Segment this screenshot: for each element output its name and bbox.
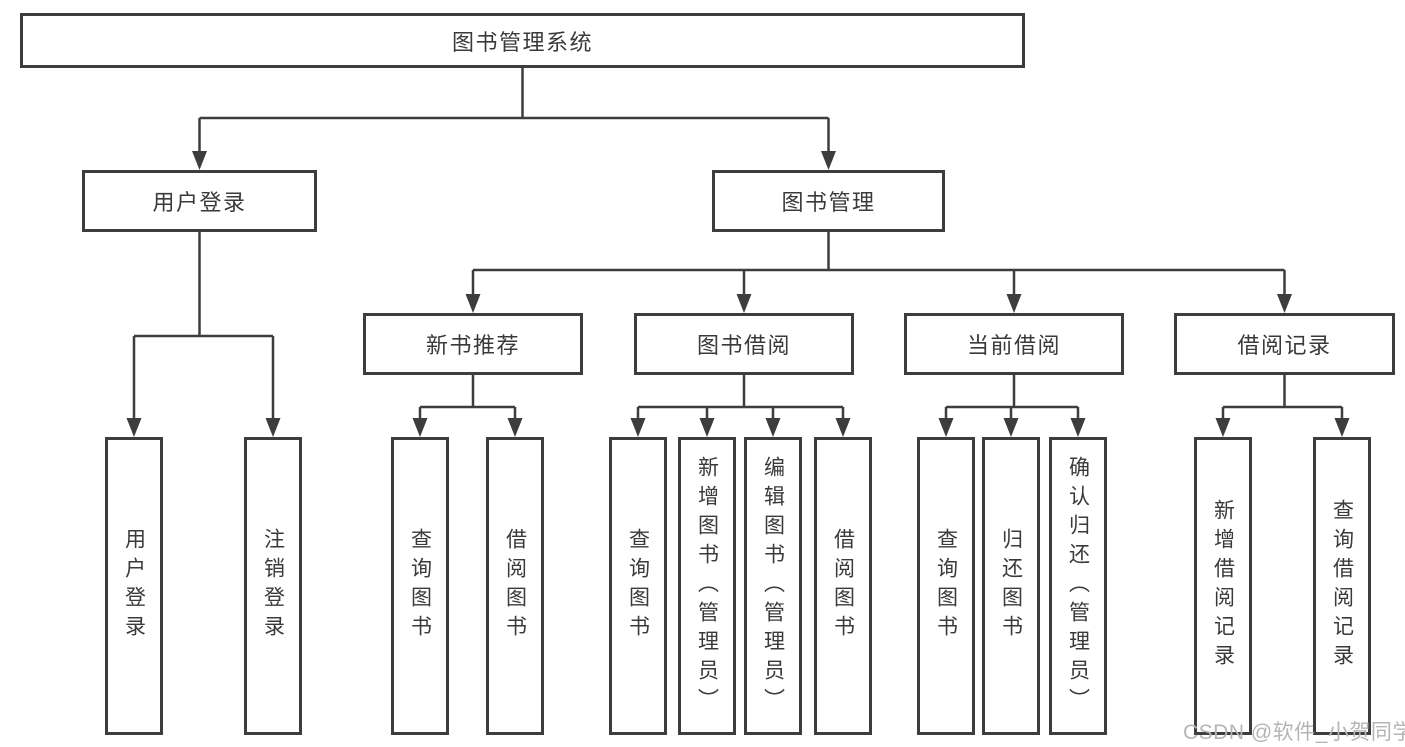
leaf-user-login: 用户登录 [105, 437, 163, 735]
leaf-query-books-recommend: 查询图书 [391, 437, 449, 735]
csdn-watermark: CSDN @软件_小贺同学 [1183, 721, 1405, 744]
arrow-down-icon [938, 418, 954, 437]
arrow-down-icon [1277, 294, 1292, 313]
node-label: 借阅图书 [831, 528, 855, 644]
leaf-borrow-books: 借阅图书 [814, 437, 872, 735]
node-label: 用户登录 [152, 190, 247, 215]
arrow-down-icon [1334, 418, 1350, 437]
node-current-borrow: 当前借阅 [904, 313, 1124, 375]
arrow-down-icon [1070, 418, 1086, 437]
connector-current-to-leaves [938, 372, 1086, 437]
leaf-add-borrow-record: 新增借阅记录 [1194, 437, 1252, 735]
connector-root-to-level2 [192, 68, 836, 170]
node-label: 确认归还（管理员） [1066, 455, 1090, 717]
leaf-confirm-return-admin: 确认归还（管理员） [1049, 437, 1107, 735]
node-label: 新增借阅记录 [1211, 499, 1235, 673]
node-label: 查询借阅记录 [1330, 499, 1354, 673]
connector-record-to-leaves [1215, 372, 1350, 437]
arrow-down-icon [465, 294, 481, 313]
node-root-system: 图书管理系统 [20, 13, 1025, 68]
node-book-management: 图书管理 [712, 170, 945, 232]
arrow-down-icon [765, 418, 781, 437]
leaf-add-book-admin: 新增图书（管理员） [678, 437, 736, 735]
arrow-down-icon [1006, 294, 1022, 313]
arrow-down-icon [821, 151, 836, 170]
node-label: 编辑图书（管理员） [761, 455, 785, 717]
leaf-query-books-borrow: 查询图书 [609, 437, 667, 735]
arrow-down-icon [736, 294, 752, 313]
leaf-logout: 注销登录 [244, 437, 302, 735]
node-label: 注销登录 [261, 528, 285, 644]
leaf-return-book: 归还图书 [982, 437, 1040, 735]
leaf-edit-book-admin: 编辑图书（管理员） [744, 437, 802, 735]
arrow-down-icon [1215, 418, 1231, 437]
node-user-login: 用户登录 [82, 170, 317, 232]
leaf-query-borrow-record: 查询借阅记录 [1313, 437, 1371, 735]
node-label: 查询图书 [626, 528, 650, 644]
arrow-down-icon [192, 151, 207, 170]
arrow-down-icon [265, 418, 281, 437]
node-new-book-recommend: 新书推荐 [363, 313, 583, 375]
connector-book-management-to-level3 [465, 232, 1292, 313]
node-label: 图书借阅 [696, 333, 791, 358]
arrow-down-icon [126, 418, 142, 437]
node-label: 图书管理系统 [451, 29, 593, 55]
node-label: 当前借阅 [966, 333, 1061, 358]
node-label: 用户登录 [122, 528, 146, 644]
node-label: 借阅图书 [503, 528, 527, 644]
arrow-down-icon [1003, 418, 1019, 437]
connector-user-login-to-leaves [126, 232, 281, 437]
node-book-borrow: 图书借阅 [634, 313, 854, 375]
node-borrow-record: 借阅记录 [1174, 313, 1395, 375]
arrow-down-icon [507, 418, 523, 437]
node-label: 借阅记录 [1237, 333, 1332, 358]
connector-recommend-to-leaves [412, 372, 523, 437]
node-label: 新增图书（管理员） [695, 455, 719, 717]
node-label: 查询图书 [934, 528, 958, 644]
leaf-borrow-books-recommend: 借阅图书 [486, 437, 544, 735]
connector-borrow-to-leaves [630, 372, 851, 437]
arrow-down-icon [412, 418, 428, 437]
node-label: 归还图书 [999, 528, 1023, 644]
arrow-down-icon [835, 418, 851, 437]
arrow-down-icon [630, 418, 646, 437]
node-label: 新书推荐 [425, 333, 520, 358]
node-label: 查询图书 [408, 528, 432, 644]
node-label: 图书管理 [781, 190, 876, 215]
leaf-query-books-current: 查询图书 [917, 437, 975, 735]
arrow-down-icon [699, 418, 715, 437]
